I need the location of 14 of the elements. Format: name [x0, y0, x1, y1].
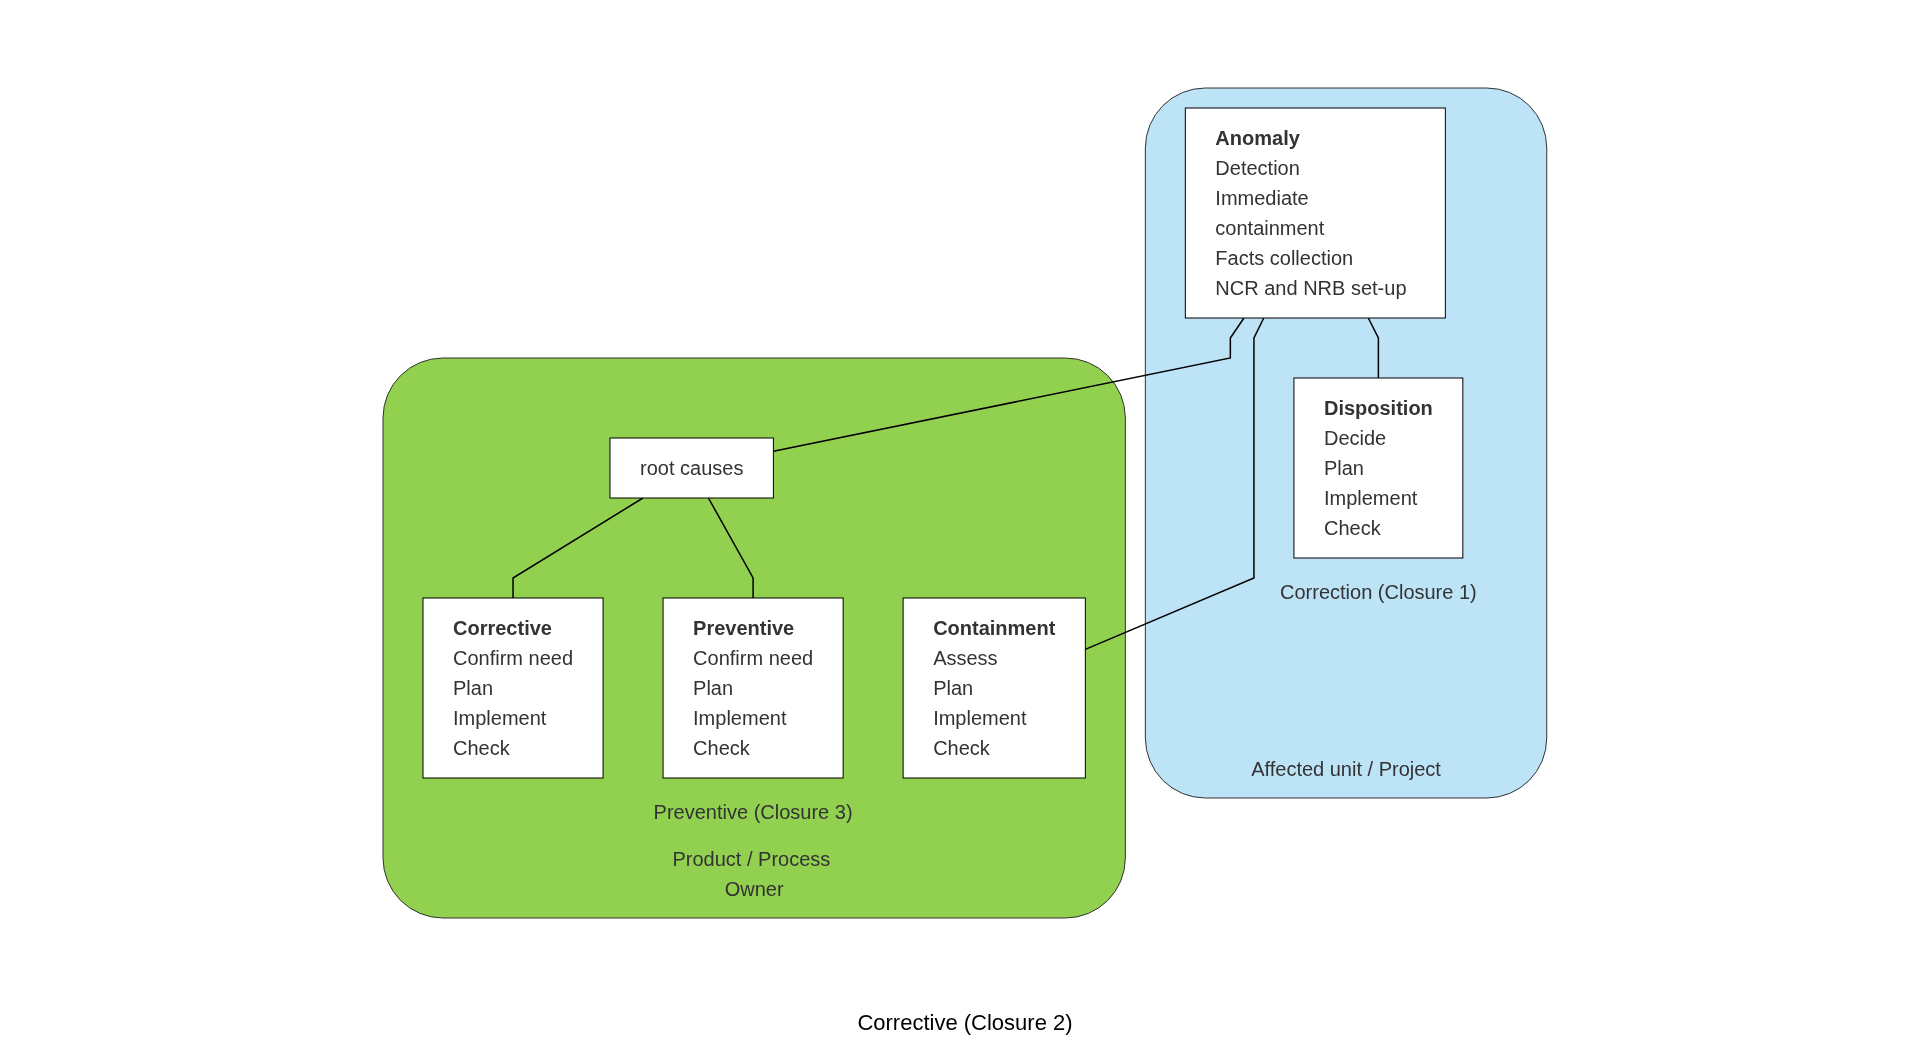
note: Corrective (Closure 2)	[857, 1010, 1073, 1035]
node-box: Disposition Decide Plan Implement Check	[1293, 377, 1464, 559]
connector	[707, 497, 754, 599]
connector	[1084, 317, 1265, 651]
connector	[772, 317, 1245, 453]
node-box: root causes	[609, 437, 774, 499]
node-label: Correction (Closure 1)	[1280, 581, 1477, 603]
node-box: Anomaly Detection Immediate containment Facts collection NCR and NRB set-up	[1184, 107, 1446, 319]
node-label: Preventive (Closure 3)	[653, 801, 853, 823]
connector	[512, 497, 644, 599]
node-box: Containment Assess Plan Implement Check	[902, 597, 1086, 779]
node-box: Preventive Confirm need Plan Implement Check	[662, 597, 844, 779]
connector	[1367, 317, 1380, 379]
node-box: Corrective Confirm need Plan Implement Check	[422, 597, 604, 779]
